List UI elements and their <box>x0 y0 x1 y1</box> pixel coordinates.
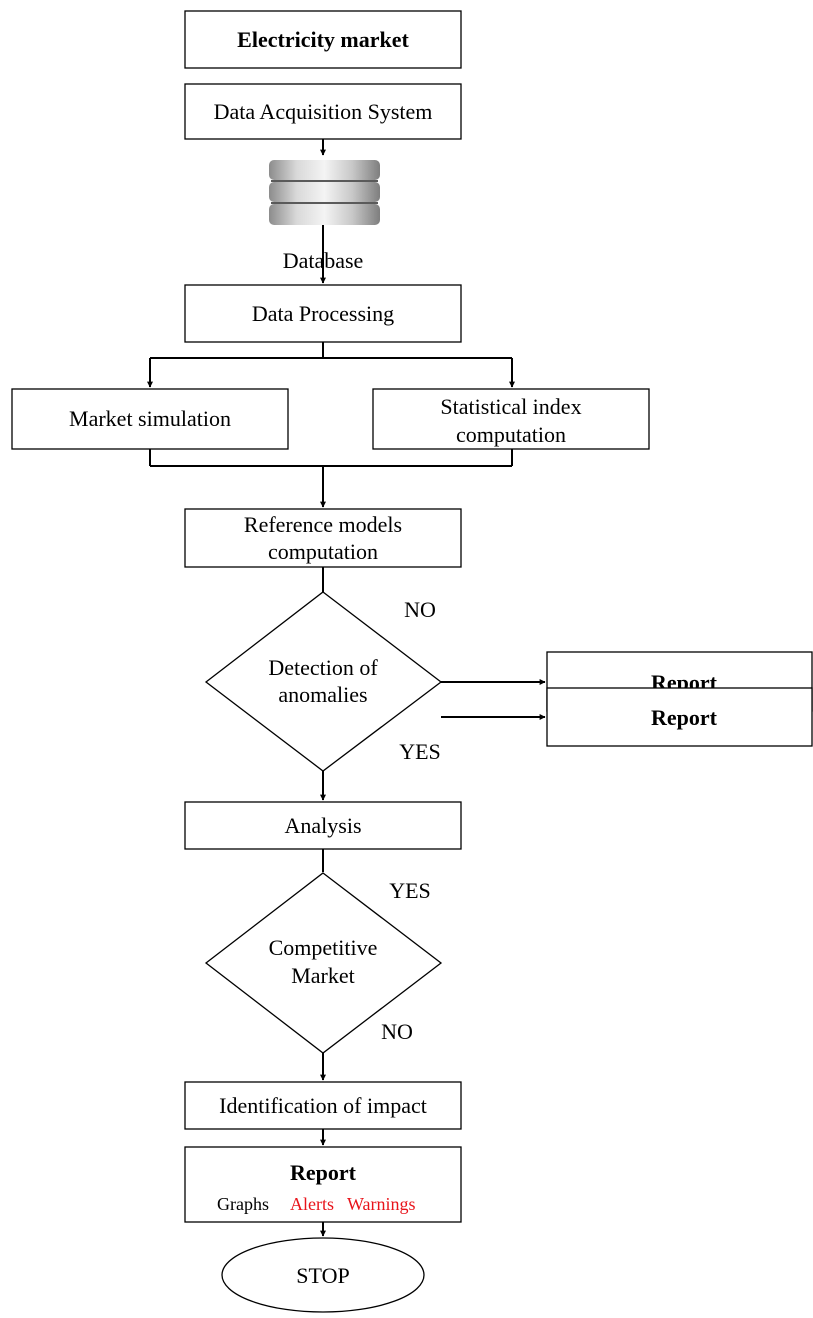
reference-models-label-line2: computation <box>268 539 378 564</box>
statistical-index-box <box>372 388 650 450</box>
stop-label: STOP <box>296 1263 349 1288</box>
node-market-simulation: Market simulation <box>11 388 289 450</box>
market-simulation-box <box>11 388 289 450</box>
node-stop: STOP <box>221 1237 425 1313</box>
report-competitive-label: Report <box>651 705 718 730</box>
identification-box <box>184 1081 462 1130</box>
data-acquisition-label: Data Acquisition System <box>214 99 433 124</box>
data-processing-label: Data Processing <box>252 301 394 326</box>
competitive-label-line1: Competitive <box>269 935 378 960</box>
final-report-warnings: Warnings <box>347 1194 416 1214</box>
node-statistical-index: Statistical index computation <box>372 388 650 450</box>
statistical-index-label-line2: computation <box>456 422 566 447</box>
detection-diamond <box>204 591 443 772</box>
analysis-box <box>184 801 462 850</box>
node-final-report: Report Graphs Alerts Warnings <box>184 1146 462 1223</box>
decision-competitive-market: Competitive Market <box>204 872 443 1054</box>
electricity-market-box <box>184 10 462 69</box>
final-report-alerts: Alerts <box>290 1194 334 1214</box>
node-electricity-market: Electricity market <box>184 10 462 69</box>
node-data-acquisition: Data Acquisition System <box>184 83 462 140</box>
node-reference-models: Reference models computation <box>184 508 462 568</box>
final-report-graphs: Graphs <box>217 1194 269 1214</box>
final-report-title: Report <box>290 1160 357 1185</box>
competitive-label-line2: Market <box>291 963 355 988</box>
competitive-diamond <box>204 872 443 1054</box>
report-competitive-rect <box>546 687 813 747</box>
stop-ellipse <box>221 1237 425 1313</box>
electricity-market-label: Electricity market <box>237 27 409 52</box>
competitive-yes-label: YES <box>389 878 431 903</box>
decision-detection-of-anomalies: Detection of anomalies <box>204 591 443 772</box>
node-identification: Identification of impact <box>184 1081 462 1130</box>
detection-yes-label: YES <box>399 739 441 764</box>
detection-no-label: NO <box>404 597 436 622</box>
detection-label-line2: anomalies <box>278 682 367 707</box>
reference-models-box <box>184 508 462 568</box>
identification-label: Identification of impact <box>219 1093 427 1118</box>
node-data-processing: Data Processing <box>184 284 462 343</box>
data-processing-box <box>184 284 462 343</box>
database-label: Database <box>283 248 364 273</box>
market-simulation-label: Market simulation <box>69 406 231 431</box>
connectors <box>147 48 546 1237</box>
analysis-label: Analysis <box>285 813 362 838</box>
node-report-competitive: Report <box>546 687 813 747</box>
node-analysis: Analysis <box>184 801 462 850</box>
data-acquisition-box <box>184 83 462 140</box>
detection-label-line1: Detection of <box>268 655 378 680</box>
statistical-index-label-line1: Statistical index <box>440 394 581 419</box>
final-report-box <box>184 1146 462 1223</box>
competitive-no-label: NO <box>381 1019 413 1044</box>
database-icon <box>269 160 380 225</box>
reference-models-label-line1: Reference models <box>244 512 402 537</box>
